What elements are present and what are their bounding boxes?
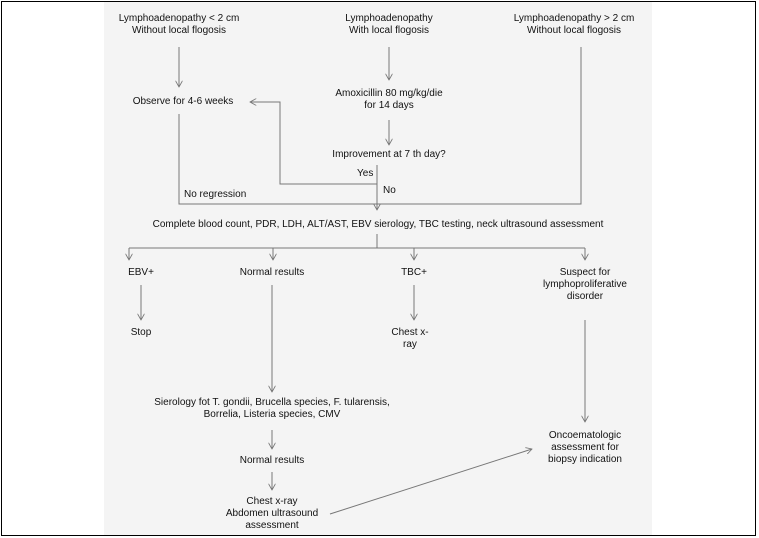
node-serology: Sierology fot T. gondii, Brucella specie… <box>154 397 390 420</box>
line-large-to-workup <box>377 47 582 205</box>
node-normal-results-2: Normal results <box>239 455 305 466</box>
edge-label-yes: Yes <box>357 168 374 179</box>
node-tbc: TBC+ <box>401 267 427 278</box>
arrow-chest2-to-onco <box>329 449 532 515</box>
node-normal-results-1: Normal results <box>239 267 305 278</box>
diagram-background <box>104 2 652 535</box>
node-workup: Complete blood count, PDR, LDH, ALT/AST,… <box>152 219 604 230</box>
node-stop: Stop <box>130 327 152 338</box>
node-improvement: Improvement at 7 th day? <box>332 149 446 160</box>
node-observe: Observe for 4-6 weeks <box>132 96 234 107</box>
node-chest-xray-1: Chest x-ray <box>391 327 429 350</box>
line-no-regression <box>178 114 377 205</box>
edge-label-no-regression: No regression <box>184 189 247 200</box>
edge-label-no: No <box>383 185 396 196</box>
node-ebv: EBV+ <box>128 267 154 278</box>
